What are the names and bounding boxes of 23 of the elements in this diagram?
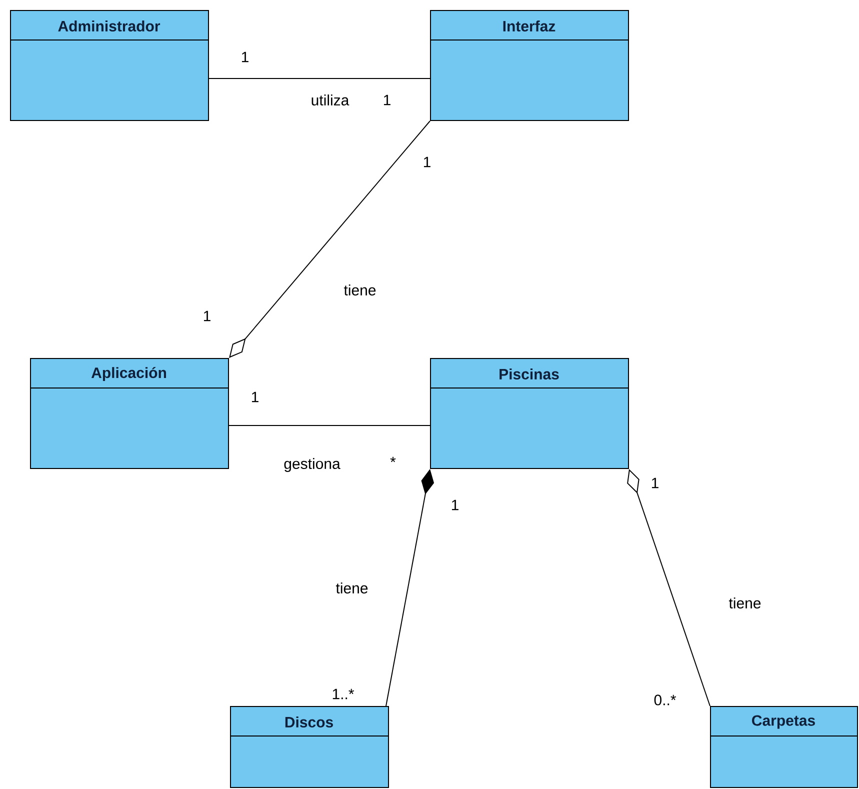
- class-box: Interfaz: [430, 10, 629, 121]
- multiplicity-label: 0..*: [654, 694, 676, 706]
- multiplicity-label: 1: [452, 500, 458, 510]
- multiplicity-label: 1: [204, 310, 210, 322]
- multiplicity-label: 1: [242, 52, 248, 62]
- multiplicity-label: 1: [652, 478, 658, 488]
- edge-label: tiene: [728, 596, 762, 610]
- class-box: Piscinas: [430, 358, 629, 469]
- association-line: [208, 78, 430, 79]
- edge-label: tiene: [334, 581, 370, 594]
- multiplicity-label: 1: [384, 94, 390, 106]
- multiplicity-label: 1: [424, 156, 430, 168]
- class-box: Administrador: [10, 10, 209, 121]
- multiplicity-label: 1: [252, 392, 258, 402]
- aggregation-line: [229, 120, 430, 358]
- class-box: Discos: [230, 706, 389, 788]
- class-box: Aplicación: [30, 358, 229, 469]
- edge-label: utiliza: [310, 94, 350, 106]
- multiplicity-label: *: [390, 456, 396, 462]
- class-box: Carpetas: [710, 706, 858, 788]
- edge-label: gestiona: [282, 457, 342, 473]
- edge-label: tiene: [342, 284, 378, 296]
- association-line: [228, 425, 430, 426]
